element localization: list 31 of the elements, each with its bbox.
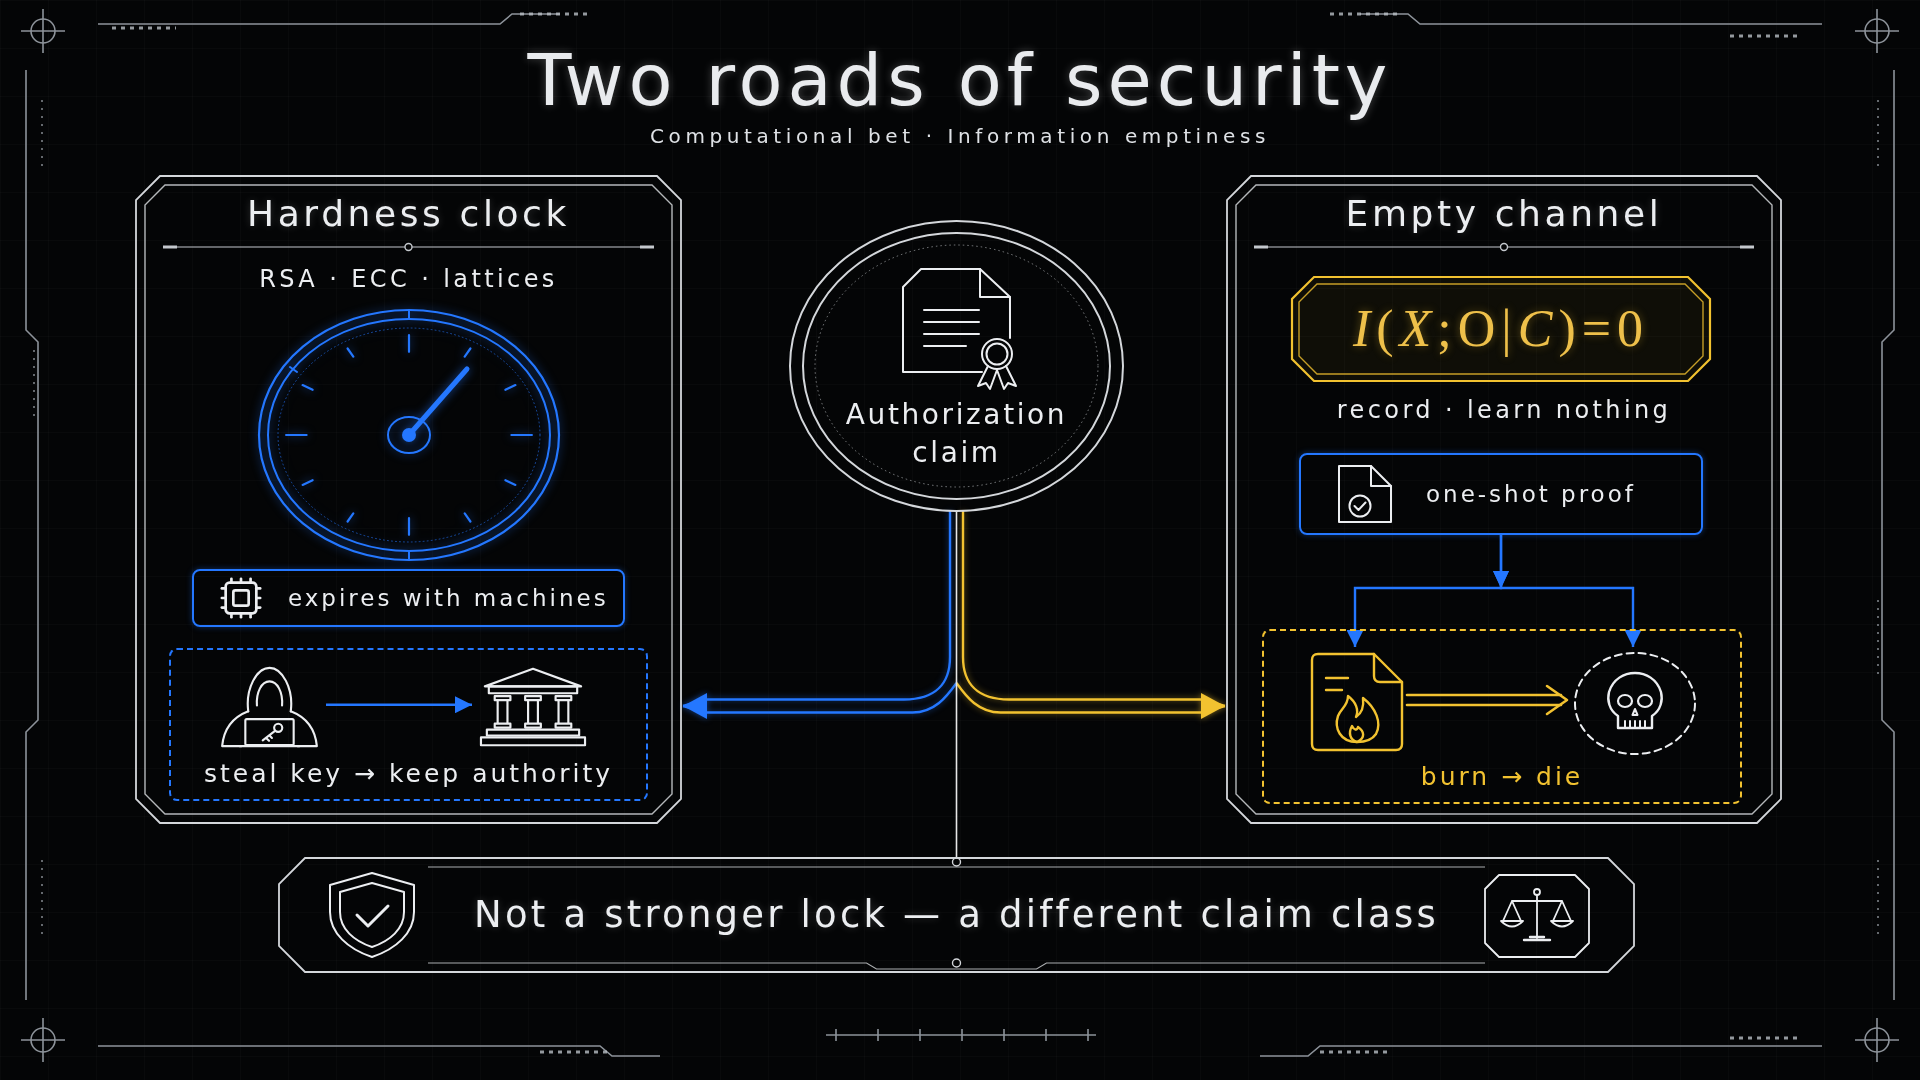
container-caption: steal key → keep authority [203,758,614,790]
footer-banner [278,857,1635,973]
formula-plate [1291,276,1711,382]
card-label: one-shot proof [1426,480,1636,509]
bank-building-icon [479,666,587,748]
branching-arrow [1493,535,1642,647]
double-arrow [682,511,958,719]
connector-line [955,510,958,858]
card-label: expires with machines [288,584,609,613]
banner-text: Not a stronger lock — a different claim class [474,892,1439,938]
panel-subheading: record · learn nothing [1336,395,1672,425]
arrow [326,696,472,714]
container-caption: burn → die [1420,761,1584,793]
dashed-container [1262,629,1742,804]
formula-text: I(X;O|C)=0 [1352,299,1650,359]
double-arrow [955,511,1226,719]
burning-document-icon [1310,652,1404,752]
skull-icon [1574,652,1696,755]
panel-heading: Empty channel [1345,192,1663,236]
info-card [192,569,625,627]
diagram-subtitle: Computational bet · Information emptiness [650,123,1270,149]
claim-circle [789,220,1124,512]
dashed-container [169,648,648,801]
diagram-title: Two roads of security [527,38,1393,122]
claim-label: Authorization claim [845,397,1068,471]
panel-heading: Hardness clock [247,192,570,236]
hud-panel [135,175,682,824]
info-card [1299,453,1703,535]
double-arrow [1405,684,1569,716]
panel-subheading: RSA · ECC · lattices [259,264,558,294]
hud-panel [1226,175,1782,824]
